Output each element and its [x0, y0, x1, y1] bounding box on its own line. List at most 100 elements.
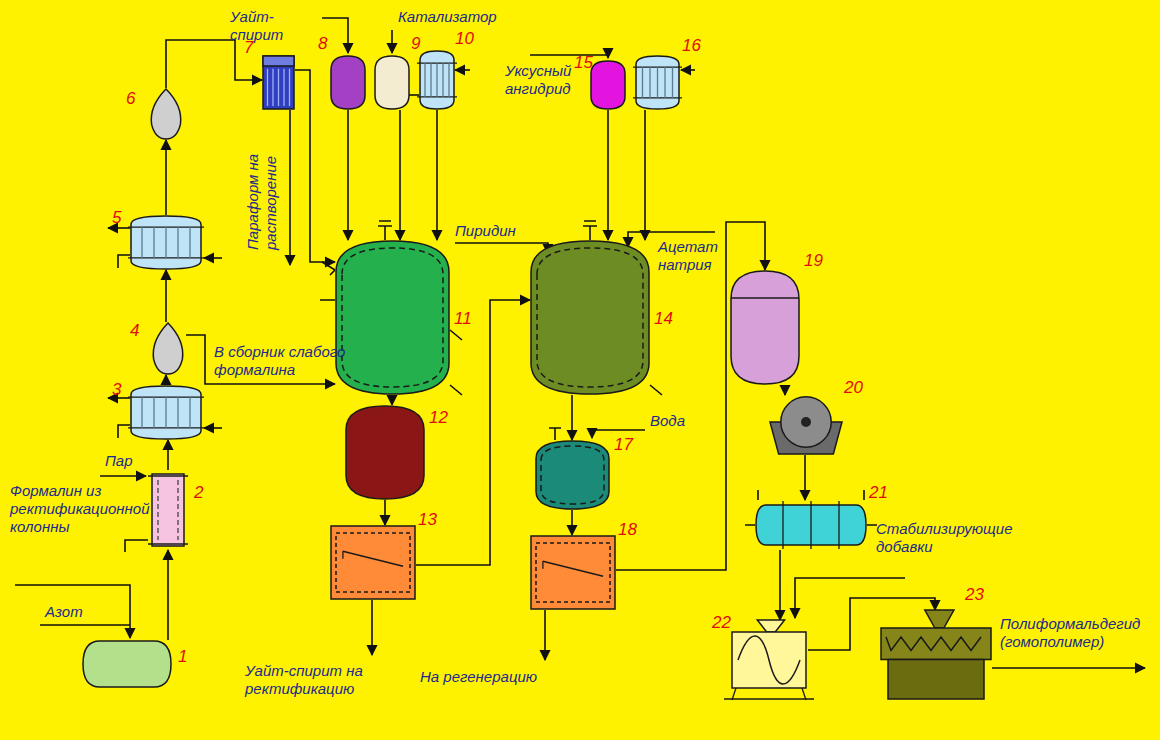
detail-line [141, 227, 142, 258]
pipe-connector [347, 110, 349, 240]
equipment-symbol [330, 55, 366, 110]
equipment-symbol [730, 270, 800, 385]
callout-number: 14 [654, 310, 673, 328]
outline [375, 56, 409, 109]
outline [541, 446, 604, 504]
formalin-feed [15, 585, 130, 638]
equipment-symbol [82, 640, 172, 688]
product-out [992, 667, 1145, 669]
equipment-unit: 12 [345, 405, 425, 500]
pipe-connector [165, 270, 167, 322]
callout-number: 1 [178, 648, 187, 666]
paraform-out [289, 110, 291, 265]
water-in [681, 69, 695, 71]
outline [331, 56, 365, 109]
equipment-unit: 11 [335, 240, 450, 395]
detail-line [177, 397, 178, 428]
detail-line [141, 397, 142, 428]
pipe-connector [399, 110, 401, 240]
detail-line [148, 543, 188, 544]
drum [781, 397, 831, 447]
equipment-symbol [130, 215, 202, 270]
detail-line [189, 397, 190, 428]
detail-line [664, 67, 665, 98]
equipment-unit: 4 [150, 322, 186, 375]
stream-label: В сборник слабого формалина [214, 343, 349, 379]
outline [636, 56, 679, 109]
detail-line [278, 69, 279, 106]
pipe-connector [784, 385, 786, 395]
callout-number: 15 [574, 54, 593, 72]
equipment-unit: 15 [590, 60, 626, 110]
equipment-symbol [530, 535, 616, 610]
stream-label: Пар [105, 452, 145, 470]
equipment-symbol [755, 500, 867, 550]
stream-label: Пиридин [455, 222, 535, 240]
outline [591, 61, 625, 109]
equipment-unit: 16 [635, 55, 680, 110]
pipe-connector [295, 70, 335, 262]
equipment-unit: 2 [148, 470, 188, 550]
detail-line [672, 67, 673, 98]
condensate-out [125, 540, 148, 552]
detail-line [165, 227, 166, 258]
outline [886, 637, 981, 651]
detail-line [642, 67, 643, 98]
detail-line [802, 688, 806, 700]
stream-label: Уксусный ангидрид [505, 62, 575, 98]
outline [536, 441, 609, 509]
detail-line [283, 69, 284, 106]
anhydride-feed [530, 55, 608, 58]
outline [331, 526, 415, 599]
detail-line [649, 67, 650, 98]
callout-number: 19 [804, 252, 823, 270]
callout-number: 6 [126, 90, 135, 108]
water-in [455, 69, 470, 71]
equipment-unit: 5 [130, 215, 202, 270]
pipe-connector [779, 550, 781, 620]
callout-number: 2 [194, 484, 203, 502]
equipment-symbol [150, 322, 186, 375]
stream-label: На регенерацию [420, 668, 560, 686]
pipe-connector [644, 110, 646, 240]
detail-line [148, 475, 188, 476]
callout-number: 4 [130, 322, 139, 340]
pipe-connector [391, 395, 393, 405]
pyridine-feed [455, 243, 548, 254]
drain [118, 255, 130, 268]
water-in [204, 257, 222, 259]
pipe-connector [384, 500, 386, 525]
outline [757, 620, 784, 632]
callout-number: 22 [712, 614, 731, 632]
equipment-unit: 19 [730, 270, 800, 385]
equipment-unit: 6 [148, 88, 184, 140]
steam-feed [100, 475, 146, 477]
detail-line [810, 501, 811, 549]
outline [83, 641, 171, 687]
equipment-unit: 22 [730, 620, 808, 700]
detail-line [177, 227, 178, 258]
outline [738, 636, 800, 684]
equipment-symbol [730, 620, 808, 700]
outline [888, 660, 984, 700]
detail-line [657, 67, 658, 98]
feed-lines [15, 18, 1145, 668]
detail-line [838, 501, 839, 549]
outline [732, 632, 806, 688]
detail-line [430, 63, 431, 97]
outline [263, 56, 294, 109]
equipment-unit: 18 [530, 535, 616, 610]
callout-number: 8 [318, 35, 327, 53]
drain [118, 425, 130, 438]
equipment-symbol [130, 385, 202, 440]
detail-line [442, 63, 443, 97]
detail-line [153, 227, 154, 258]
outline [346, 406, 424, 499]
pipe-connector [804, 455, 806, 500]
equipment-symbol [880, 610, 992, 700]
equipment-symbol [635, 55, 680, 110]
equipment-symbol [262, 55, 295, 110]
callout-number: 17 [614, 436, 633, 454]
equipment-unit: 23 [880, 610, 992, 700]
equipment-unit: 3 [130, 385, 202, 440]
